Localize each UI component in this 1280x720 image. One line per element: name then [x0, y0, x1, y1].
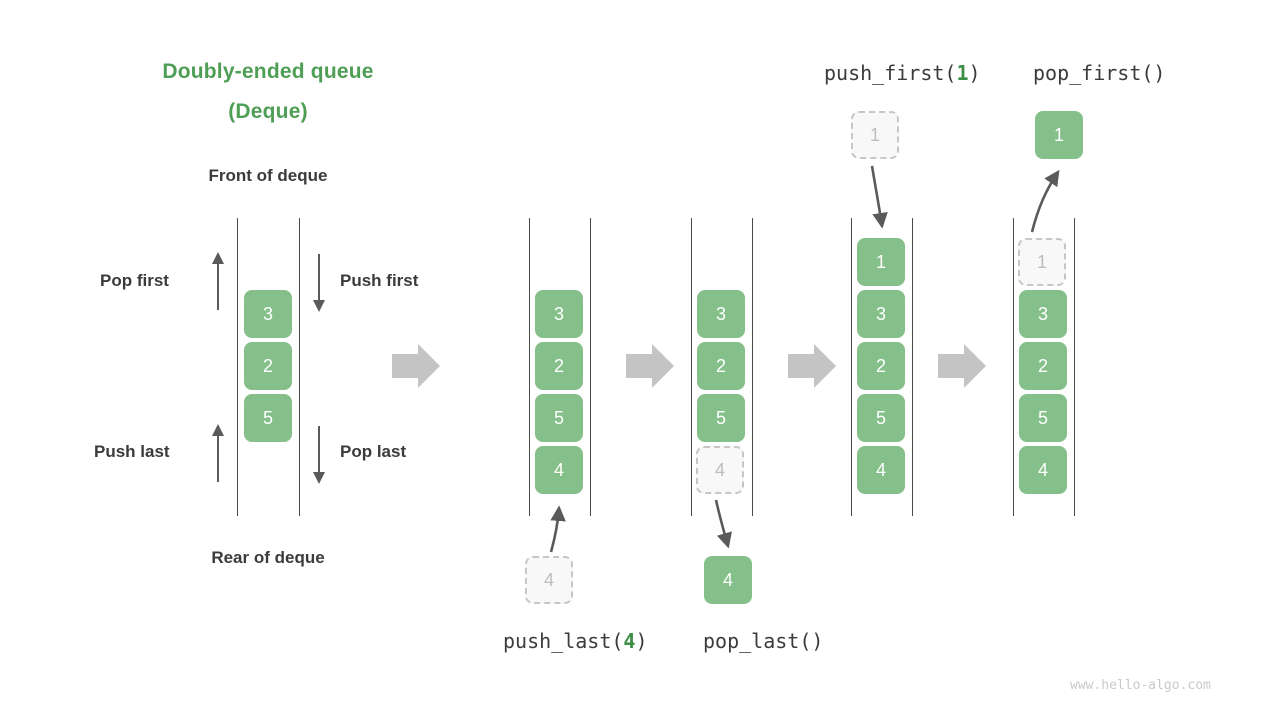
flow-arrow-icon [392, 344, 440, 388]
push-last-caption-name: push_last( [503, 629, 624, 653]
push-first-insert-arrow-icon [870, 165, 888, 229]
deque-ghost-box: 1 [851, 111, 899, 159]
rail-left-panel-5 [1013, 218, 1014, 516]
pop-first-label: Pop first [100, 271, 169, 290]
deque-box: 5 [697, 394, 745, 442]
deque-box: 3 [857, 290, 905, 338]
rail-right-panel-1 [299, 218, 300, 516]
deque-box: 5 [244, 394, 292, 442]
rail-left-panel-2 [529, 218, 530, 516]
deque-box: 1 [1035, 111, 1083, 159]
push-first-caption-close: ) [968, 61, 981, 85]
deque-box: 2 [697, 342, 745, 390]
push-last-caption: push_last(4) [503, 629, 648, 653]
push-first-caption-arg: 1 [956, 61, 969, 85]
pop-first-caption-name: pop_first() [1033, 61, 1166, 85]
rail-left-panel-1 [237, 218, 238, 516]
deque-box: 4 [1019, 446, 1067, 494]
push-last-caption-close: ) [635, 629, 648, 653]
deque-box: 2 [1019, 342, 1067, 390]
rail-left-panel-4 [851, 218, 852, 516]
push-last-caption-arg: 4 [623, 629, 636, 653]
rail-right-panel-5 [1074, 218, 1075, 516]
push-last-insert-arrow-icon [549, 505, 566, 553]
page-subtitle: (Deque) [228, 100, 308, 123]
deque-ghost-box: 4 [525, 556, 573, 604]
pop-first-remove-arrow-icon [1030, 169, 1060, 233]
flow-arrow-icon [788, 344, 836, 388]
deque-box: 2 [857, 342, 905, 390]
push-first-caption: push_first(1) [824, 61, 981, 85]
deque-box: 4 [535, 446, 583, 494]
deque-box: 5 [857, 394, 905, 442]
deque-box: 5 [1019, 394, 1067, 442]
deque-box: 1 [857, 238, 905, 286]
page-title: Doubly-ended queue [162, 60, 374, 83]
rear-of-deque-label: Rear of deque [211, 548, 325, 567]
deque-box: 3 [697, 290, 745, 338]
flow-arrow-icon [938, 344, 986, 388]
deque-box: 3 [535, 290, 583, 338]
deque-box: 2 [535, 342, 583, 390]
pop-last-remove-arrow-icon [714, 499, 732, 549]
pop-last-label: Pop last [340, 442, 407, 461]
rail-right-panel-4 [912, 218, 913, 516]
watermark: www.hello-algo.com [1070, 678, 1211, 693]
deque-box: 3 [1019, 290, 1067, 338]
pop-first-caption: pop_first() [1033, 61, 1165, 85]
pop-last-caption: pop_last() [703, 629, 823, 653]
deque-box: 5 [535, 394, 583, 442]
rail-right-panel-3 [752, 218, 753, 516]
pop-last-caption-name: pop_last() [703, 629, 824, 653]
push-last-label: Push last [94, 442, 170, 461]
deque-box: 3 [244, 290, 292, 338]
rail-left-panel-3 [691, 218, 692, 516]
push-first-caption-name: push_first( [824, 61, 957, 85]
deque-ghost-box: 4 [696, 446, 744, 494]
front-of-deque-label: Front of deque [208, 166, 328, 185]
deque-box: 4 [704, 556, 752, 604]
rail-right-panel-2 [590, 218, 591, 516]
deque-ghost-box: 1 [1018, 238, 1066, 286]
flow-arrow-icon [626, 344, 674, 388]
push-first-label: Push first [340, 271, 419, 290]
deque-box: 4 [857, 446, 905, 494]
deque-box: 2 [244, 342, 292, 390]
